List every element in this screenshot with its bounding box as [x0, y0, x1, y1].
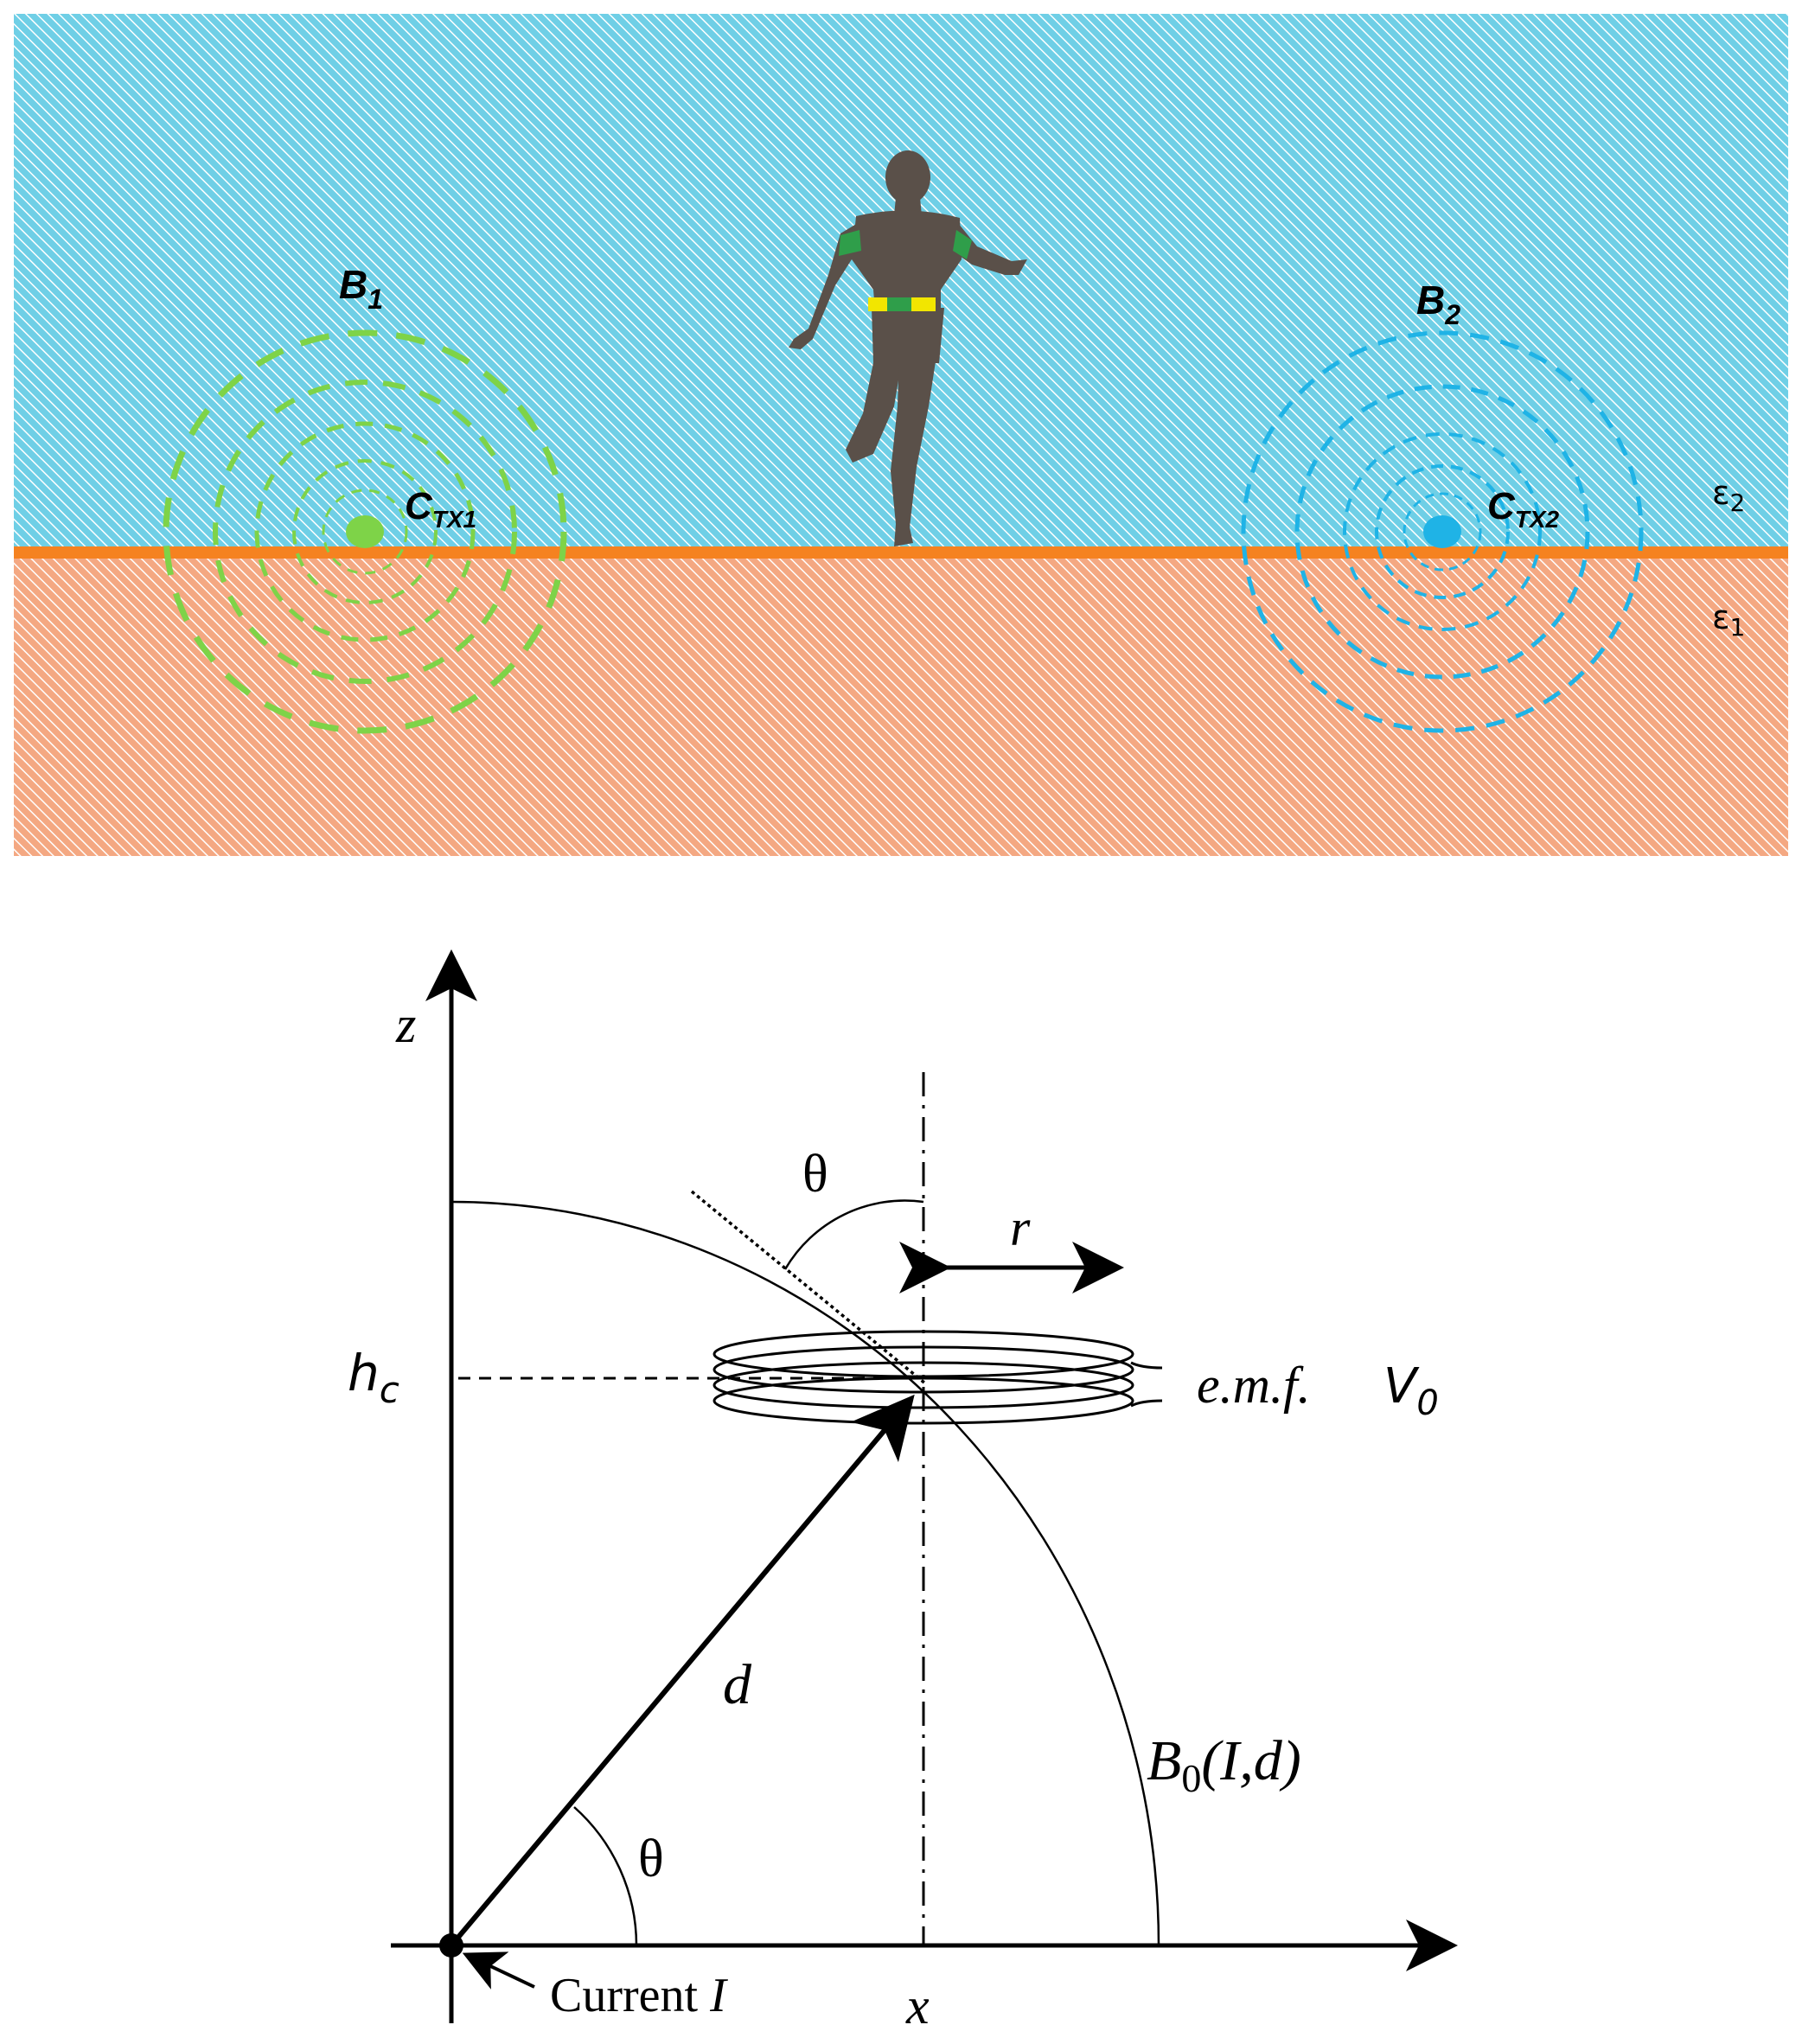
v0-label-sub: 0	[1416, 1383, 1438, 1423]
beacon1-ring-3	[254, 421, 476, 642]
v0-label: V0	[1383, 1358, 1439, 1423]
bottom-labels: z x θ θ r hc e.m.f. V0 d B0(I,d) Current…	[348, 996, 1439, 2034]
person-hips	[872, 308, 944, 363]
person-right-armband	[953, 230, 972, 259]
current-label: Current I	[550, 1969, 728, 2022]
person-torso	[852, 210, 962, 311]
current-point	[439, 1933, 463, 1958]
theta-arc-top	[783, 1199, 924, 1270]
d-label: d	[723, 1653, 752, 1716]
ctx1-label-sub: TX1	[432, 506, 476, 533]
eps1-label-main: ε	[1712, 598, 1730, 636]
beacon1-ring-2	[292, 459, 438, 604]
hc-label-main: h	[348, 1344, 380, 1402]
person-back-leg	[846, 355, 903, 463]
coil-loop-1	[712, 1330, 1134, 1378]
b0-label-sub: 0	[1181, 1756, 1201, 1800]
beacon2-ring-1	[1403, 492, 1482, 572]
top-panel: B1 B2 CTX1 CTX2 ε2 ε1	[14, 14, 1788, 856]
r-label: r	[1010, 1199, 1031, 1256]
current-label-text: Current	[550, 1969, 710, 2022]
eps1-label-sub: 1	[1730, 613, 1746, 642]
person-front-leg	[891, 350, 937, 546]
beacon1-dot	[346, 515, 384, 548]
beacon1-ring-4	[213, 380, 517, 684]
emf-label: e.m.f.	[1197, 1357, 1311, 1414]
ctx2-label-sub: TX2	[1515, 506, 1560, 533]
hc-label: hc	[348, 1344, 399, 1411]
b1-label-sub: 1	[367, 284, 383, 315]
b1-label-main: B	[339, 262, 367, 307]
coil-loop-2	[712, 1345, 1134, 1394]
b2-label: B2	[1416, 278, 1460, 330]
hc-label-sub: c	[380, 1369, 399, 1411]
d-vector	[449, 1394, 915, 1947]
coil-lead-top	[1130, 1361, 1163, 1370]
beacon2-field	[1241, 330, 1644, 733]
beacon2-ring-5	[1241, 330, 1644, 733]
eps2-label-main: ε	[1712, 474, 1730, 512]
theta-arc-bottom	[573, 1806, 638, 1946]
ctx1-label-main: C	[405, 485, 433, 527]
beacon1-ring-5	[163, 329, 567, 734]
b0-label: B0(I,d)	[1147, 1729, 1301, 1800]
coil	[712, 1330, 1163, 1425]
eps1-label: ε1	[1712, 598, 1745, 642]
beacon2-dot	[1423, 515, 1461, 548]
eps2-label-sub: 2	[1730, 489, 1746, 517]
beacon1-field	[163, 329, 567, 734]
eps2-label: ε2	[1712, 474, 1745, 517]
coil-lead-bottom	[1130, 1399, 1163, 1408]
person-head	[885, 150, 930, 204]
theta-top-label: θ	[802, 1145, 828, 1204]
current-label-symbol: I	[709, 1969, 728, 2022]
ctx1-label: CTX1	[405, 485, 476, 533]
coil-loop-4	[712, 1377, 1134, 1425]
beacon2-ring-2	[1375, 464, 1510, 599]
ctx2-label-main: C	[1487, 485, 1516, 527]
tangent-dotted-line	[690, 1190, 927, 1385]
person-right-arm	[955, 223, 1027, 275]
field-arc-b0	[450, 1200, 1160, 1946]
b2-label-sub: 2	[1444, 299, 1460, 330]
person-left-armband	[839, 230, 861, 256]
current-pointer-arrow	[462, 1951, 535, 1990]
b0-label-args: (I,d)	[1201, 1729, 1300, 1792]
ground-region	[14, 555, 1788, 856]
v0-label-main: V	[1383, 1358, 1420, 1415]
b0-label-main: B	[1147, 1729, 1181, 1792]
x-axis-label: x	[905, 1977, 930, 2034]
ctx2-label: CTX2	[1487, 485, 1560, 533]
beacon2-ring-3	[1343, 432, 1542, 631]
person-belt-sensor	[887, 297, 911, 311]
z-axis-label: z	[395, 996, 416, 1053]
coil-loop-3	[712, 1361, 1134, 1409]
theta-bottom-label: θ	[638, 1830, 664, 1888]
beacon2-ring-4	[1294, 384, 1590, 680]
interface-line	[14, 546, 1788, 559]
b2-label-main: B	[1416, 278, 1445, 323]
beacon1-ring-1	[322, 489, 408, 575]
bottom-panel	[391, 949, 1458, 2023]
b1-label: B1	[339, 262, 383, 315]
